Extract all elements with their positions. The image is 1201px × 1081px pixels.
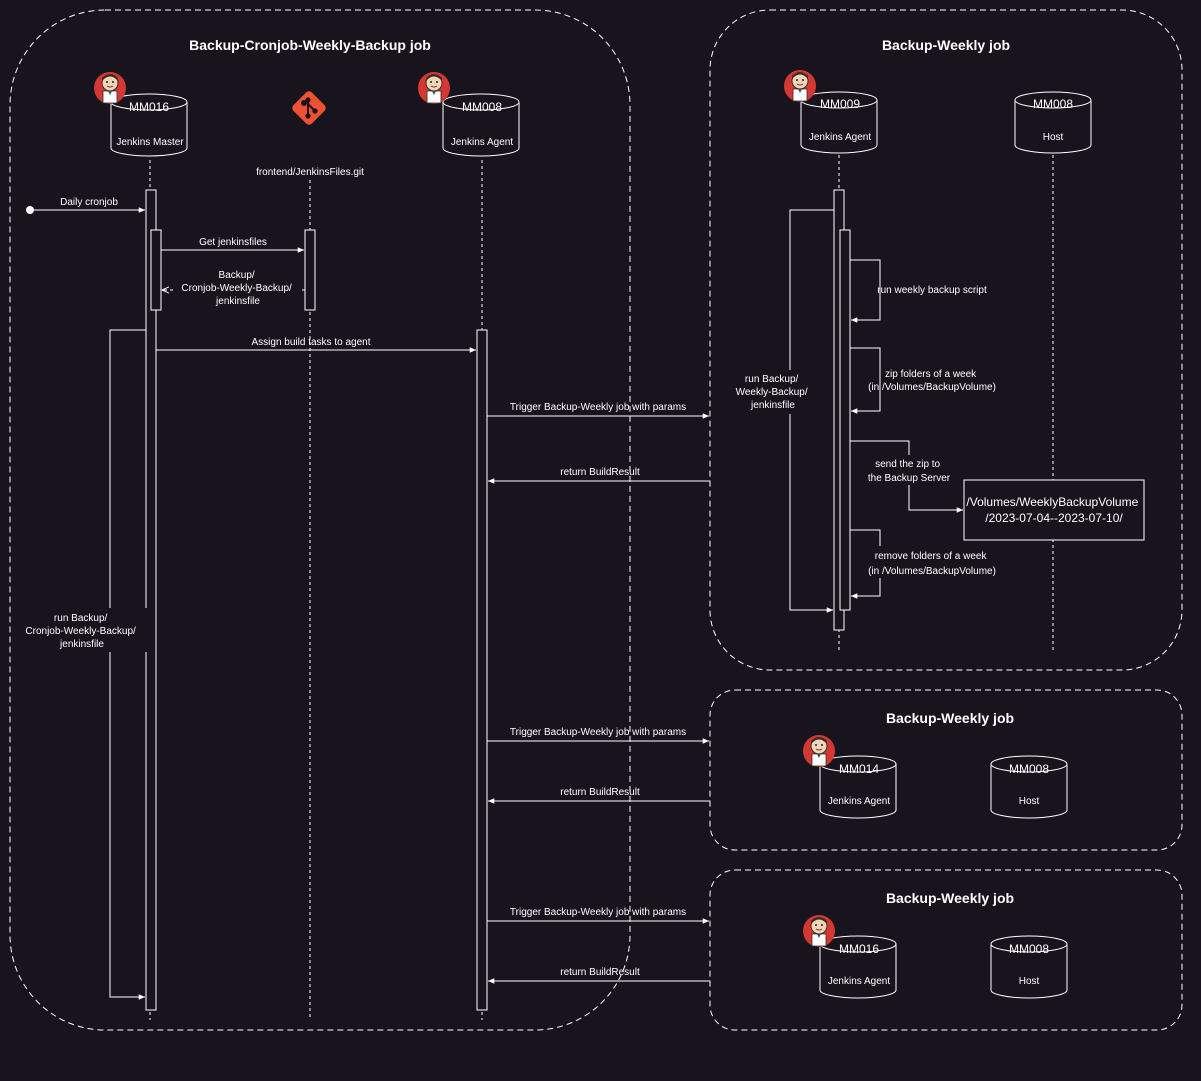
- send-zip-bg: [858, 455, 958, 485]
- weekly-job-frame-1: [709, 9, 1183, 671]
- trigger-2-label: Trigger Backup-Weekly job with params: [510, 727, 686, 738]
- main-job-frame: [9, 9, 631, 1031]
- return-jenkinsfile-bg: [176, 265, 300, 309]
- w1-agent-id: MM009: [820, 97, 860, 111]
- master-inner-activation: [150, 229, 162, 311]
- main-job-title: Backup-Cronjob-Weekly-Backup job: [189, 37, 431, 53]
- send-zip-label: send the zip to the Backup Server: [868, 459, 951, 484]
- trigger-3-label: Trigger Backup-Weekly job with params: [510, 907, 686, 918]
- git-repo-label: frontend/JenkinsFiles.git: [256, 167, 364, 178]
- jenkins-icon: [802, 914, 836, 948]
- jenkins-icon: [417, 71, 451, 105]
- master-id: MM016: [129, 100, 169, 114]
- run-weekly-bg: [730, 370, 818, 414]
- start-node: [26, 206, 34, 214]
- run-main-label: run Backup/ Cronjob-Weekly-Backup/ jenki…: [25, 613, 138, 650]
- return-2-label: return BuildResult: [560, 787, 640, 798]
- backup-target-box: [963, 479, 1145, 541]
- weekly-job-title-3: Backup-Weekly job: [886, 890, 1014, 906]
- w3-host-participant: MM008 Host: [990, 935, 1068, 999]
- w1-host-participant: MM008 Host: [1014, 91, 1092, 154]
- return-3-label: return BuildResult: [560, 967, 640, 978]
- w3-host-id: MM008: [1009, 942, 1049, 956]
- run-main-self-arrow: [109, 329, 146, 1000]
- master-participant: MM016 Jenkins Master: [110, 93, 188, 157]
- git-activation: [304, 229, 316, 311]
- w1-host-role: Host: [1043, 132, 1064, 143]
- agent-participant: MM008 Jenkins Agent: [442, 93, 520, 157]
- agent-role: Jenkins Agent: [451, 137, 513, 148]
- weekly-job-title-2: Backup-Weekly job: [886, 710, 1014, 726]
- w2-host-role: Host: [1019, 796, 1040, 807]
- run-script-arrow: [850, 259, 881, 323]
- assign-tasks-label: Assign build tasks to agent: [252, 337, 371, 348]
- run-weekly-label: run Backup/ Weekly-Backup/ jenkinsfile: [736, 374, 811, 411]
- w1-agent-role: Jenkins Agent: [809, 132, 871, 143]
- remove-folders-label: remove folders of a week (in /Volumes/Ba…: [868, 551, 996, 577]
- daily-cronjob-label: Daily cronjob: [60, 197, 118, 208]
- jenkins-icon: [783, 69, 817, 103]
- jenkins-icon: [802, 734, 836, 768]
- run-main-bg: [18, 608, 148, 652]
- w1-agent-participant: MM009 Jenkins Agent: [800, 91, 878, 154]
- w3-host-role: Host: [1019, 976, 1040, 987]
- trigger-1-label: Trigger Backup-Weekly job with params: [510, 402, 686, 413]
- w1-host-id: MM008: [1033, 97, 1073, 111]
- w3-agent-role: Jenkins Agent: [828, 976, 890, 987]
- master-activation: [145, 189, 157, 1011]
- w2-agent-participant: MM014 Jenkins Agent: [819, 755, 897, 819]
- agent-activation: [476, 329, 488, 1011]
- zip-folders-label: zip folders of a week (in /Volumes/Backu…: [868, 369, 996, 393]
- w2-agent-id: MM014: [839, 762, 879, 776]
- master-role: Jenkins Master: [116, 137, 184, 148]
- weekly-job-frame-3: [709, 869, 1183, 1031]
- weekly-job-title-1: Backup-Weekly job: [882, 37, 1010, 53]
- return-jenkinsfile-label: Backup/ Cronjob-Weekly-Backup/ jenkinsfi…: [181, 270, 294, 307]
- w1-agent-inner-activation: [839, 229, 851, 611]
- get-jenkinsfiles-label: Get jenkinsfiles: [199, 237, 267, 248]
- w2-agent-role: Jenkins Agent: [828, 796, 890, 807]
- jenkins-icon: [93, 71, 127, 105]
- w2-host-id: MM008: [1009, 762, 1049, 776]
- run-script-label: run weekly backup script: [877, 285, 987, 296]
- git-participant: frontend/JenkinsFiles.git: [256, 91, 364, 178]
- weekly-job-frame-2: [709, 689, 1183, 851]
- return-1-label: return BuildResult: [560, 467, 640, 478]
- w2-host-participant: MM008 Host: [990, 755, 1068, 819]
- backup-target-label: /Volumes/WeeklyBackupVolume /2023-07-04-…: [966, 495, 1141, 525]
- zip-folders-arrow: [850, 347, 881, 414]
- remove-folders-bg: [862, 546, 1004, 578]
- agent-id: MM008: [462, 100, 502, 114]
- w3-agent-participant: MM016 Jenkins Agent: [819, 935, 897, 999]
- w3-agent-id: MM016: [839, 942, 879, 956]
